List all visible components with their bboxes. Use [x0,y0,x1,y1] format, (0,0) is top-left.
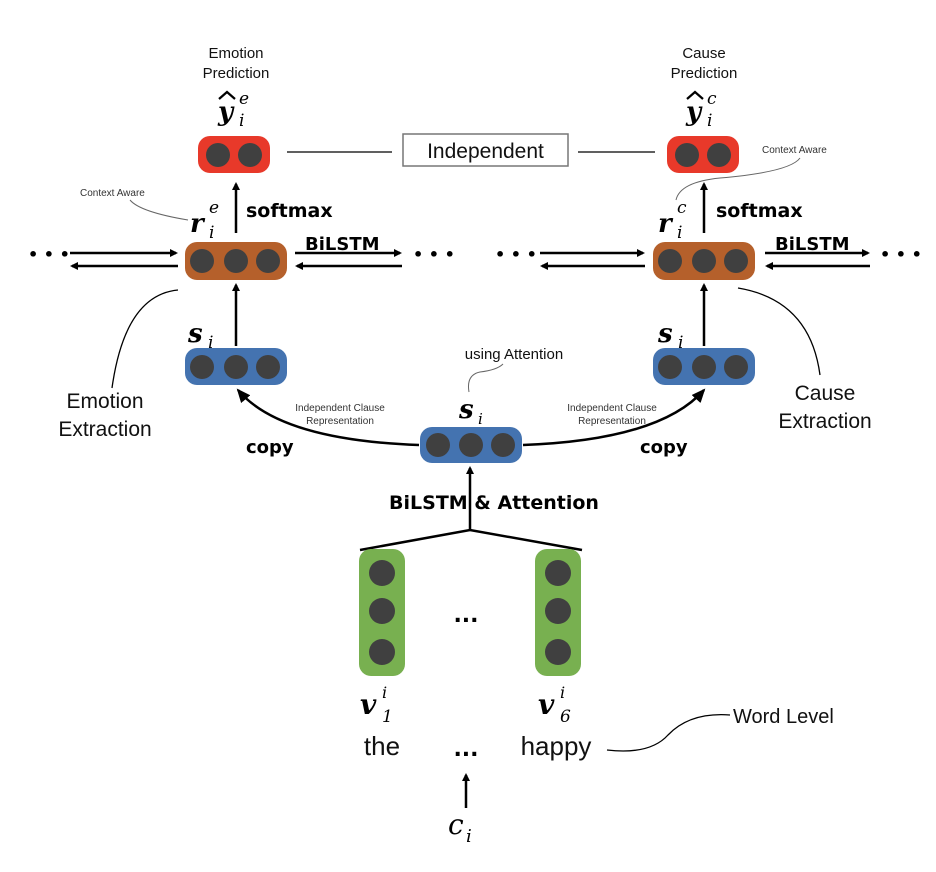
y-hat-c-sup: c [707,89,717,109]
emotion-extraction-label: Emotion [66,390,143,413]
y-hat-e-sub: i [239,111,244,131]
cause-extraction-label: Cause [795,382,856,405]
s-sub: i [678,333,683,353]
v1-sub: 1 [382,707,393,727]
v1-sup: i [382,683,387,702]
copy-label: copy [640,437,688,458]
icr-label-2: Representation [306,416,374,427]
ellipsis: • • • [880,245,922,264]
cause-extraction-pointer [737,287,821,376]
y-hat-c-sub: i [707,111,712,131]
clause-representation-layer [420,427,522,463]
s-sub: i [208,333,213,353]
hat-mark [218,90,236,100]
clause-sub: i [466,826,472,847]
ellipsis: • • • [28,245,70,264]
r-c-sub: i [677,223,682,243]
v6-sup: i [560,683,565,702]
emotion-bilstm-layer [185,242,287,280]
v6-sub: 6 [560,707,571,727]
word-the: the [364,731,400,761]
emotion-prediction-label-2: Prediction [203,65,270,82]
icr-label: Independent Clause [295,403,385,414]
bilstm-label: BiLSTM [775,234,850,255]
context-aware-label: Context Aware [80,188,145,199]
copy-arrow-right [522,388,706,447]
emotion-extraction-pointer [111,289,179,389]
icr-label-2: Representation [578,416,646,427]
emotion-extraction-label-2: Extraction [58,418,151,441]
attention-pointer [468,363,504,393]
ellipsis: • • • [413,245,455,264]
r-e-sup: e [209,198,219,218]
y-hat-e-sup: e [239,89,249,109]
emotion-prediction-layer [198,136,270,173]
emotion-clause-layer [185,348,287,385]
context-aware-pointer [129,199,189,221]
s-center-sub: i [478,410,483,428]
context-aware-pointer [675,157,801,201]
y-hat-e-symbol: y [217,97,235,127]
cause-extraction-label-2: Extraction [778,410,871,433]
word-merge-lines [359,528,583,552]
s-center-symbol: s [458,395,474,425]
r-c-sup: c [677,198,687,218]
v1-symbol: v [360,688,377,721]
clause-symbol: c [448,808,464,841]
cause-prediction-label-2: Prediction [671,65,738,82]
word-level-pointer [606,714,731,752]
cause-prediction-layer [667,136,739,173]
context-aware-label: Context Aware [762,145,827,156]
independent-label: Independent [427,140,544,163]
cause-clause-layer [653,348,755,385]
s-symbol: s [187,319,203,349]
y-hat-c-symbol: y [685,97,703,127]
softmax-label: softmax [716,200,803,222]
word-happy: happy [521,731,592,761]
softmax-label: softmax [246,200,333,222]
copy-arrow-left [236,388,420,447]
word-vector-6 [535,549,581,676]
emotion-prediction-label: Emotion [208,45,263,62]
s-symbol: s [657,319,673,349]
using-attention-label: using Attention [465,346,563,363]
ellipsis: • • • [495,245,537,264]
bilstm-attention-label: BiLSTM & Attention [389,492,599,514]
cause-bilstm-layer [653,242,755,280]
bilstm-label: BiLSTM [305,234,380,255]
v6-symbol: v [538,688,555,721]
r-e-symbol: r [190,209,206,239]
copy-label: copy [246,437,294,458]
cause-prediction-label: Cause [682,45,725,62]
icr-label: Independent Clause [567,403,657,414]
independent-box [402,133,569,167]
r-e-sub: i [209,223,214,243]
r-c-symbol: r [658,209,674,239]
word-vector-1 [359,549,405,676]
word-level-label: Word Level [733,706,834,728]
word-ellipsis: ... [453,603,478,628]
hat-mark [686,90,704,100]
word-ellipsis: ... [453,737,478,762]
